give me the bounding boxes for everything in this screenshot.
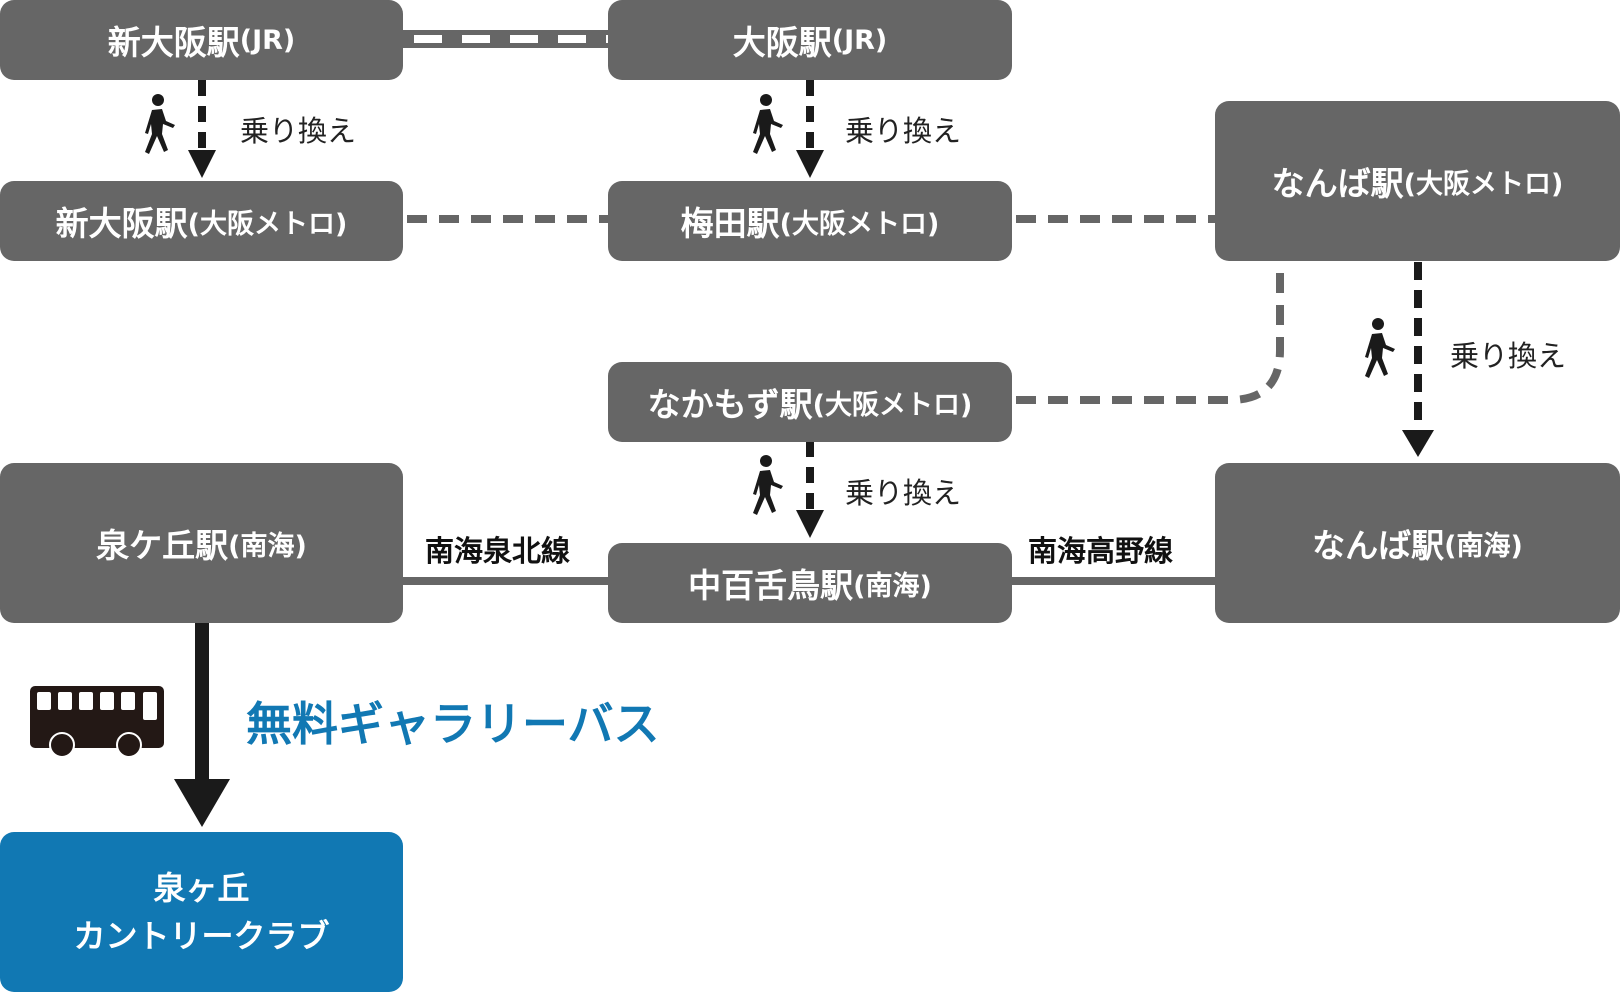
station-name: 新大阪駅 [107,23,240,62]
bus-arrow [174,623,230,827]
station-izumigaoka-nankai: 泉ケ丘駅(南海) [0,463,403,623]
transfer-label: 乗り換え [240,114,357,148]
transfer-label: 乗り換え [845,114,962,148]
walking-person-icon [145,94,175,154]
jr-line [403,30,608,48]
transfer-arrow-osaka [796,80,824,178]
station-operator: (南海) [228,530,307,562]
metro-line-nakamozu-namba [1016,262,1284,404]
bus-label: 無料ギャラリーバス [246,697,660,751]
station-name: 新大阪駅 [55,204,188,243]
walking-person-icon [753,94,783,154]
station-operator: (JR) [831,24,888,56]
station-name: 大阪駅 [732,23,832,62]
station-name: なんば駅 [1271,164,1404,203]
station-shin-osaka-jr: 新大阪駅(JR) [0,0,403,80]
line-label-senboku: 南海泉北線 [425,534,571,568]
destination-box: 泉ヶ丘 カントリークラブ [0,832,403,992]
station-shin-osaka-metro: 新大阪駅(大阪メトロ) [0,181,403,261]
transfer-arrow-shinosaka [188,80,216,178]
station-namba-nankai: なんば駅(南海) [1215,463,1620,623]
station-nakamozu-metro: なかもず駅(大阪メトロ) [608,362,1012,442]
station-operator: (大阪メトロ) [812,389,973,421]
station-name: なかもず駅 [647,385,813,424]
transfer-label: 乗り換え [845,476,962,510]
station-umeda-metro: 梅田駅(大阪メトロ) [608,181,1012,261]
station-name: 泉ケ丘駅 [96,526,229,565]
walking-person-icon [753,455,783,515]
line-label-koya: 南海高野線 [1028,534,1174,568]
transfer-arrow-namba [1402,262,1434,457]
transfer-label: 乗り換え [1450,339,1567,373]
station-operator: (南海) [1444,530,1523,562]
destination-line1: 泉ヶ丘 [153,869,250,907]
station-operator: (JR) [239,24,296,56]
station-operator: (大阪メトロ) [1403,168,1564,200]
station-namba-metro: なんば駅(大阪メトロ) [1215,101,1620,261]
station-osaka-jr: 大阪駅(JR) [608,0,1012,80]
transfer-arrow-nakamozu [796,441,824,538]
station-name: なんば駅 [1312,526,1445,565]
walking-person-icon [1365,318,1395,378]
station-operator: (南海) [853,570,932,602]
station-operator: (大阪メトロ) [779,208,940,240]
station-name: 中百舌鳥駅 [688,566,854,605]
destination-line2: カントリークラブ [73,917,330,955]
station-name: 梅田駅 [680,204,780,243]
station-mozu-nankai: 中百舌鳥駅(南海) [608,543,1012,623]
station-operator: (大阪メトロ) [187,208,348,240]
bus-icon [30,686,164,758]
